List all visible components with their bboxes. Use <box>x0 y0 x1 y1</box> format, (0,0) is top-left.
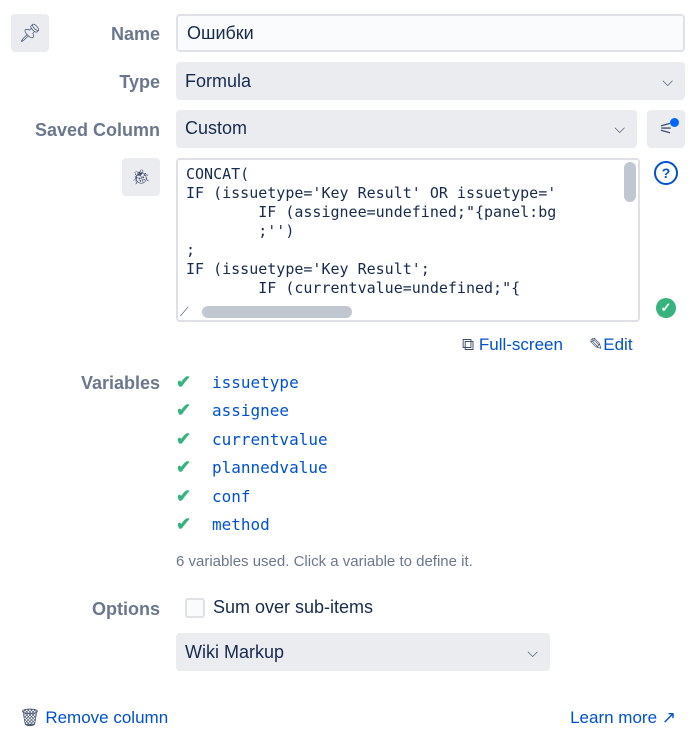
saved-column-label: Saved Column <box>34 120 160 140</box>
variable-name[interactable]: issuetype <box>212 373 299 392</box>
variable-item[interactable]: ✔ conf <box>176 486 251 507</box>
learn-more-link[interactable]: Learn more ↗ <box>570 708 676 727</box>
edit-label: Edit <box>603 335 633 354</box>
resize-handle-icon[interactable]: ⟋ <box>180 305 189 319</box>
format-select[interactable]: Wiki Markup ⌵ <box>176 633 550 671</box>
column-settings-button[interactable]: ⚟ <box>647 110 685 148</box>
name-value: Ошибки <box>187 23 254 43</box>
saved-column-value: Custom <box>185 118 248 138</box>
variable-name[interactable]: assignee <box>212 401 290 420</box>
sliders-icon: ⚟ <box>658 121 674 138</box>
variables-note: 6 variables used. Click a variable to de… <box>176 553 473 570</box>
variables-label: Variables <box>80 373 160 393</box>
debug-button[interactable]: 🐞︎ <box>122 158 160 196</box>
fullscreen-label: Full-screen <box>478 335 563 354</box>
sum-label: Sum over sub-items <box>213 597 374 617</box>
name-label: Name <box>110 24 160 44</box>
check-icon: ✔ <box>176 486 192 506</box>
chevron-down-icon: ⌵ <box>662 73 673 89</box>
type-select[interactable]: Formula ⌵ <box>176 62 685 100</box>
variable-name[interactable]: currentvalue <box>212 430 328 449</box>
notification-dot <box>670 118 679 127</box>
variable-item[interactable]: ✔ assignee <box>176 400 289 421</box>
check-icon: ✔ <box>176 372 192 392</box>
fullscreen-link[interactable]: ⧉ Full-screen <box>462 335 563 355</box>
chevron-down-icon: ⌵ <box>614 120 625 136</box>
variable-item[interactable]: ✔ issuetype <box>176 372 299 393</box>
bug-icon: 🐞︎ <box>131 169 151 186</box>
type-label: Type <box>119 72 160 92</box>
type-value: Formula <box>185 71 252 91</box>
trash-icon: 🗑︎ <box>19 708 41 727</box>
variable-name[interactable]: plannedvalue <box>212 458 328 477</box>
pin-icon: 📌︎ <box>18 22 42 43</box>
pencil-icon: ✎ <box>589 335 604 354</box>
variable-item[interactable]: ✔ method <box>176 514 270 535</box>
chevron-down-icon: ⌵ <box>527 644 538 660</box>
check-icon: ✔ <box>176 429 192 449</box>
pin-button[interactable]: 📌︎ <box>11 14 49 52</box>
saved-column-select[interactable]: Custom ⌵ <box>176 110 637 148</box>
remove-column-link[interactable]: 🗑︎ Remove column <box>19 708 168 728</box>
fullscreen-icon: ⧉ <box>462 335 475 354</box>
vertical-scrollbar[interactable] <box>624 162 636 202</box>
formula-text: CONCAT( IF (issuetype='Key Result' OR is… <box>186 165 557 297</box>
vertical-scroll-track[interactable] <box>622 160 638 304</box>
edit-link[interactable]: ✎Edit <box>589 335 633 355</box>
formula-view[interactable]: CONCAT( IF (issuetype='Key Result' OR is… <box>178 160 622 304</box>
variable-name[interactable]: conf <box>212 487 251 506</box>
variable-name[interactable]: method <box>212 515 270 534</box>
check-icon: ✔ <box>176 400 192 420</box>
check-icon: ✔ <box>176 514 192 534</box>
format-value: Wiki Markup <box>185 642 285 662</box>
check-icon: ✔ <box>176 457 192 477</box>
variable-item[interactable]: ✔ currentvalue <box>176 429 328 450</box>
remove-label: Remove column <box>45 708 169 727</box>
options-label: Options <box>92 599 160 619</box>
variable-item[interactable]: ✔ plannedvalue <box>176 457 328 478</box>
formula-editor[interactable]: CONCAT( IF (issuetype='Key Result' OR is… <box>176 158 640 322</box>
name-input[interactable]: Ошибки <box>176 14 685 52</box>
valid-check-icon: ✓ <box>656 298 676 318</box>
sum-checkbox[interactable] <box>185 598 205 618</box>
horizontal-scrollbar[interactable] <box>202 306 352 318</box>
horizontal-scroll-track[interactable]: ⟋ <box>178 304 638 320</box>
help-icon[interactable]: ? <box>654 161 678 185</box>
